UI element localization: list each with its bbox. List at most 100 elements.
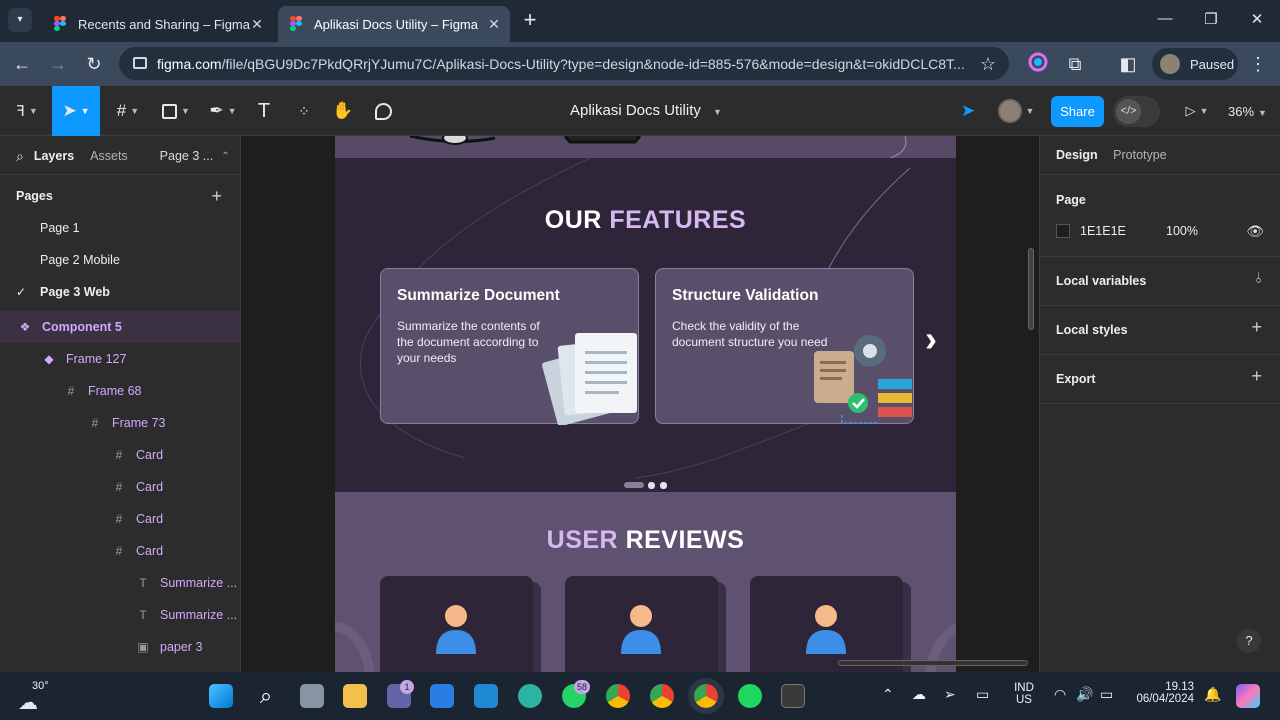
close-tab-icon[interactable]: ✕ — [488, 15, 500, 32]
color-extension-icon[interactable] — [1026, 52, 1050, 76]
bookmark-star-icon[interactable]: ☆ — [979, 54, 997, 74]
review-card[interactable] — [565, 576, 718, 672]
tab-design[interactable]: Design — [1056, 148, 1098, 162]
browser-menu-icon[interactable]: ⋮ — [1249, 54, 1267, 74]
comment-tool-button[interactable] — [372, 98, 394, 124]
profile-paused-button[interactable]: Paused — [1152, 48, 1238, 80]
layer-text[interactable]: T Summarize ... — [0, 567, 240, 599]
restore-window-icon[interactable]: ❐ — [1204, 11, 1218, 28]
page-item-3[interactable]: ✓ Page 3 Web — [0, 276, 240, 308]
close-tab-icon[interactable]: ✕ — [251, 15, 263, 32]
chevron-up-icon[interactable]: ⌃ — [221, 150, 230, 162]
wifi-icon[interactable]: ◠ — [1054, 686, 1067, 702]
weather-widget[interactable]: ☁ 30° — [18, 680, 58, 714]
frame-tool-button[interactable]: #▼ — [116, 101, 140, 120]
export-label[interactable]: Export — [1056, 372, 1096, 386]
display-icon[interactable]: ▭ — [976, 686, 990, 702]
layer-image[interactable]: ▣ paper 3 — [0, 631, 240, 663]
reload-icon[interactable]: ↻ — [86, 54, 102, 74]
dev-mode-toggle[interactable]: </> — [1113, 96, 1160, 127]
microsoft-store-icon[interactable] — [430, 684, 454, 708]
page-background-row[interactable]: 1E1E1E 100% — [1056, 224, 1198, 238]
collaborator-avatar[interactable]: ▼ — [996, 98, 1036, 124]
onedrive-icon[interactable]: ☁ — [912, 686, 926, 702]
chrome-icon[interactable] — [650, 684, 674, 708]
tab-search-button[interactable]: ▾ — [8, 8, 32, 32]
carousel-dot[interactable] — [660, 482, 667, 489]
file-explorer-icon[interactable] — [343, 684, 367, 708]
web-page-frame[interactable]: OUR FEATURES Summarize Document Summariz… — [335, 136, 956, 672]
layer-frame-73[interactable]: # Frame 73 — [0, 407, 240, 439]
review-card[interactable] — [380, 576, 533, 672]
tab-aplikasi-docs[interactable]: Aplikasi Docs Utility – Figma ✕ — [278, 6, 510, 42]
vscode-icon[interactable] — [474, 684, 498, 708]
copilot-icon[interactable] — [1236, 684, 1260, 708]
zoom-level-dropdown[interactable]: 36%▼ — [1228, 104, 1267, 119]
battery-icon[interactable]: ▭ — [1100, 686, 1114, 702]
feature-card-summarize[interactable]: Summarize Document Summarize the content… — [380, 268, 639, 425]
chrome-icon[interactable] — [688, 678, 724, 714]
design-canvas[interactable]: OUR FEATURES Summarize Document Summariz… — [242, 136, 1039, 672]
variables-adjust-icon[interactable]: ⫰ — [1255, 270, 1262, 287]
visibility-eye-icon[interactable]: 👁 — [1246, 223, 1264, 239]
side-panel-icon[interactable]: ◧ — [1119, 54, 1137, 74]
minimize-window-icon[interactable]: — — [1157, 10, 1173, 27]
multiplayer-cursor-button[interactable]: ➤ — [956, 98, 980, 124]
layer-card[interactable]: # Card — [0, 503, 240, 535]
feature-card-validation[interactable]: Structure Validation Check the validity … — [655, 268, 914, 424]
color-swatch[interactable] — [1056, 224, 1070, 238]
local-variables-label[interactable]: Local variables — [1056, 274, 1147, 288]
page-color-hex[interactable]: 1E1E1E — [1080, 224, 1126, 238]
show-hidden-icons-chevron[interactable]: ⌃ — [882, 686, 894, 702]
site-settings-icon[interactable] — [133, 57, 147, 69]
hand-tool-button[interactable]: ✋ — [332, 98, 354, 124]
search-icon[interactable]: ⌕ — [16, 147, 24, 164]
text-tool-button[interactable]: T — [254, 98, 274, 124]
add-export-icon[interactable]: + — [1251, 366, 1262, 386]
add-page-icon[interactable]: + — [211, 185, 222, 206]
share-button[interactable]: Share — [1051, 96, 1104, 127]
clock[interactable]: 19.13 06/04/2024 — [1130, 681, 1194, 705]
page-item-1[interactable]: Page 1 — [0, 212, 240, 244]
search-icon[interactable]: ⌕ — [259, 683, 273, 708]
layer-frame-127[interactable]: ◆ Frame 127 — [0, 343, 240, 375]
terminal-icon[interactable] — [781, 684, 805, 708]
page-switcher[interactable]: Page 3 ... — [159, 149, 214, 163]
move-tool-button[interactable]: ➤▼ — [52, 86, 100, 136]
layer-card[interactable]: # Card — [0, 535, 240, 567]
help-button[interactable]: ? — [1237, 629, 1261, 653]
layer-frame-68[interactable]: # Frame 68 — [0, 375, 240, 407]
send-icon[interactable]: ➢ — [944, 686, 956, 702]
task-view-icon[interactable] — [300, 684, 324, 708]
notification-bell-icon[interactable]: 🔔 — [1204, 686, 1222, 702]
layer-component-5[interactable]: ❖ Component 5 — [0, 311, 240, 343]
tab-prototype[interactable]: Prototype — [1113, 148, 1167, 162]
layer-text[interactable]: T Summarize ... — [0, 599, 240, 631]
present-button[interactable]: ▷▼ — [1185, 103, 1209, 118]
carousel-next-arrow[interactable]: › — [925, 318, 937, 359]
spotify-icon[interactable] — [738, 684, 762, 708]
layer-card[interactable]: # Card — [0, 439, 240, 471]
forward-arrow-icon[interactable]: → — [49, 54, 67, 74]
extensions-puzzle-icon[interactable]: ⧉ — [1068, 54, 1082, 74]
file-title[interactable]: Aplikasi Docs Utility ▼ — [570, 102, 722, 119]
page-opacity[interactable]: 100% — [1166, 224, 1198, 238]
language-indicator[interactable]: IND US — [1008, 682, 1040, 706]
carousel-dot-active[interactable] — [624, 482, 644, 488]
new-tab-icon[interactable]: + — [523, 7, 537, 32]
windows-start-icon[interactable] — [209, 684, 233, 708]
vertical-scrollbar[interactable] — [1028, 248, 1034, 330]
tab-layers[interactable]: Layers — [33, 149, 75, 163]
edge-icon[interactable] — [518, 684, 542, 708]
shape-tool-button[interactable]: ▼ — [160, 98, 192, 124]
pen-tool-button[interactable]: ✒▼ — [209, 101, 237, 120]
page-item-2[interactable]: Page 2 Mobile — [0, 244, 240, 276]
carousel-dot[interactable] — [648, 482, 655, 489]
review-card[interactable] — [750, 576, 903, 672]
close-window-icon[interactable]: ✕ — [1250, 11, 1264, 28]
chrome-icon[interactable] — [606, 684, 630, 708]
tab-assets[interactable]: Assets — [90, 149, 128, 163]
add-style-icon[interactable]: + — [1251, 317, 1262, 337]
layer-card[interactable]: # Card — [0, 471, 240, 503]
back-arrow-icon[interactable]: ← — [13, 54, 31, 74]
